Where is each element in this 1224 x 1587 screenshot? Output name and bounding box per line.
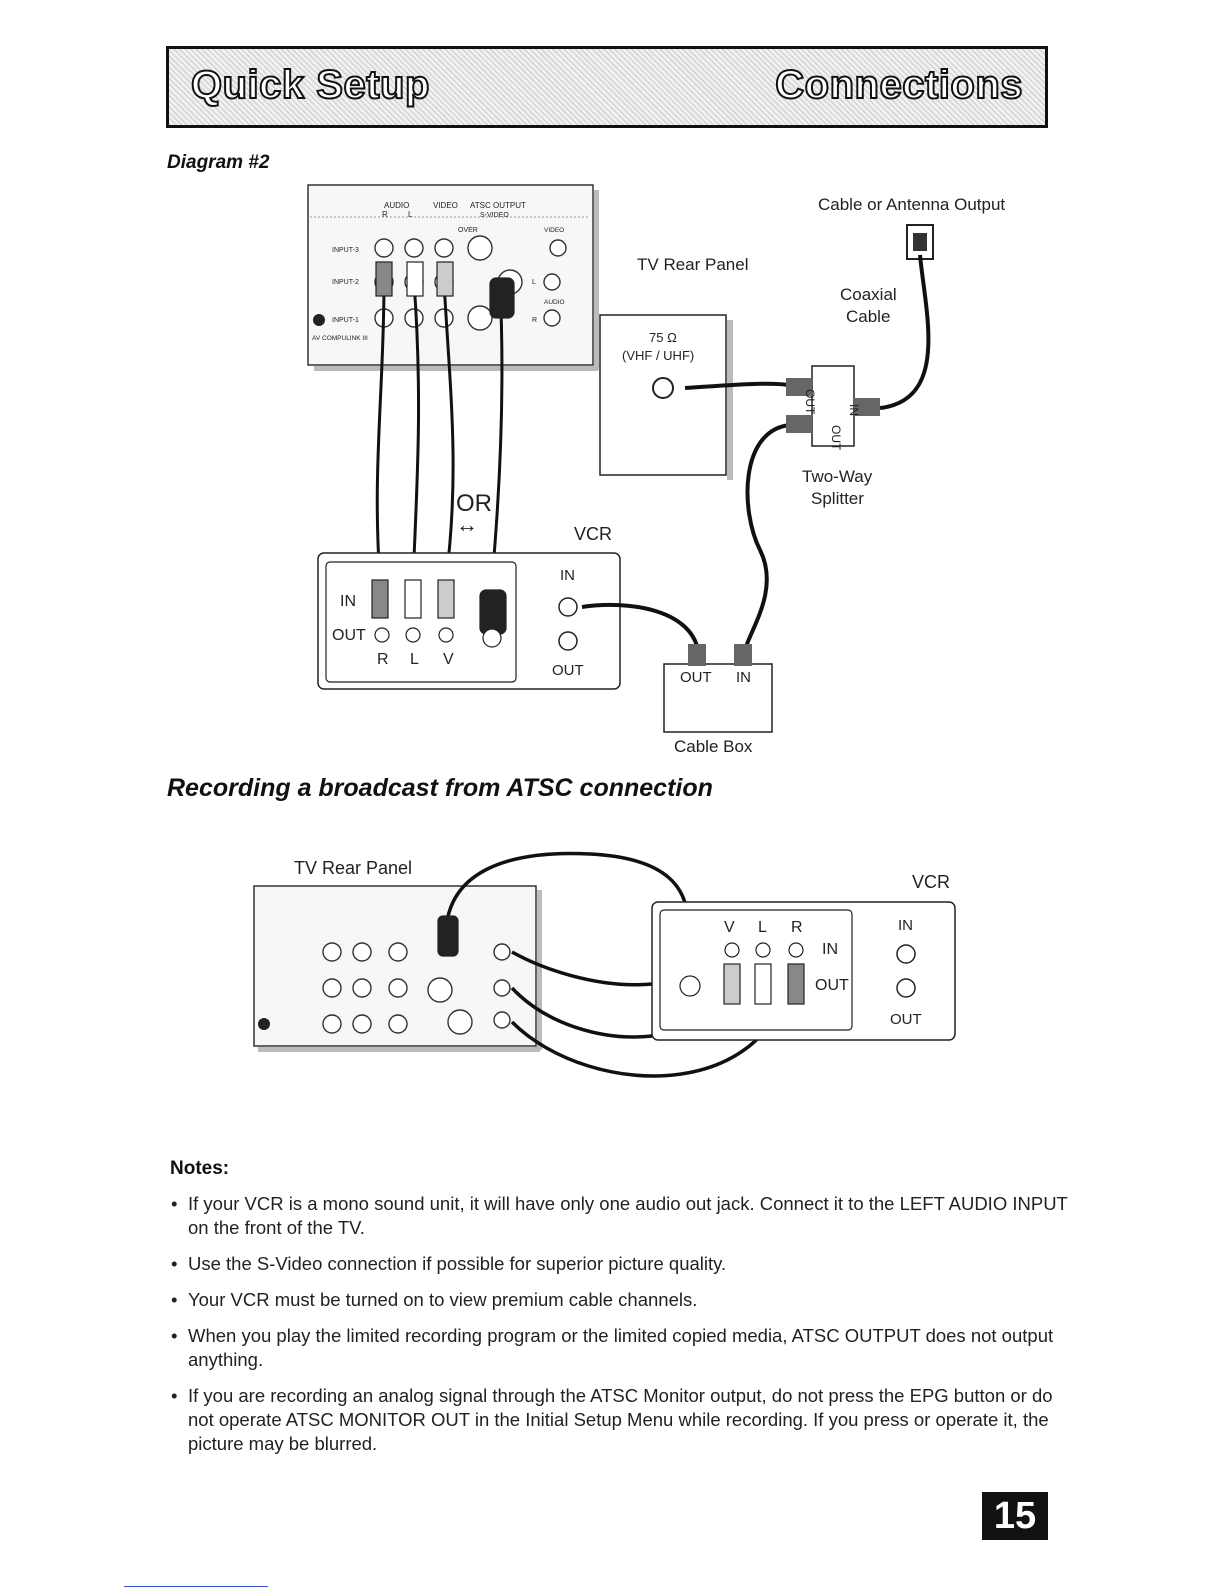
tv-rear-panel-box-2 — [253, 885, 542, 1052]
tv-input3-label: INPUT-3 — [332, 247, 359, 254]
tv-audio-small-label: AUDIO — [544, 299, 565, 306]
antenna-terminal-box: 75 Ω (VHF / UHF) — [599, 314, 733, 480]
tv-s-video-label: S-VIDEO — [480, 212, 509, 219]
vcr-r-label-2: R — [791, 919, 803, 936]
note-item: If your VCR is a mono sound unit, it wil… — [168, 1192, 1068, 1240]
cable-label: Cable — [846, 307, 890, 326]
diagram-label: Diagram #2 — [167, 152, 270, 173]
tv-video-small-label: VIDEO — [544, 227, 564, 234]
connection-diagram-3: TV Rear Panel VCR V L R IN OUT — [253, 851, 956, 1078]
notes-list: If your VCR is a mono sound unit, it wil… — [168, 1192, 1068, 1468]
section-heading: Recording a broadcast from ATSC connecti… — [167, 774, 713, 802]
tv-av-compulink-label: AV COMPULINK III — [312, 335, 368, 342]
tv-video-label: VIDEO — [433, 201, 458, 210]
coax-cables — [581, 254, 931, 651]
vcr-out-label-2: OUT — [815, 977, 849, 994]
tv-input2-label: INPUT-2 — [332, 279, 359, 286]
tv-audio-label: AUDIO — [384, 201, 409, 210]
two-way-splitter: OUT OUT IN — [786, 365, 880, 451]
tv-to-vcr-cables — [375, 281, 504, 581]
vcr-label-2: VCR — [912, 872, 950, 892]
notes-title: Notes: — [170, 1158, 230, 1179]
tv-plugs — [375, 261, 515, 319]
vcr-ant-out-label: OUT — [552, 662, 584, 679]
splitter-out1-label: OUT — [803, 389, 817, 415]
coaxial-label: Coaxial — [840, 285, 897, 304]
cable-box-out-label: OUT — [680, 669, 712, 686]
note-item: When you play the limited recording prog… — [168, 1324, 1068, 1372]
note-item: Your VCR must be turned on to view premi… — [168, 1288, 1068, 1312]
cable-box-in-label: IN — [736, 669, 751, 686]
page-number: 15 — [982, 1492, 1048, 1540]
tv-atsc-output-label: ATSC OUTPUT — [470, 201, 526, 210]
tv-input1-label: INPUT-1 — [332, 317, 359, 324]
connection-diagram-2: AUDIO VIDEO ATSC OUTPUT R L S-VIDEO OVER… — [307, 184, 1005, 756]
header-right-title: Connections — [774, 62, 1023, 108]
tv-r-label: R — [382, 210, 388, 219]
vcr-v-label-2: V — [724, 919, 735, 936]
tv-l-small-label: L — [532, 279, 536, 286]
header-banner: Quick Setup Connections — [166, 46, 1048, 128]
vcr-r-label: R — [377, 651, 389, 668]
vcr-v-label: V — [443, 651, 454, 668]
antenna-output-label: Cable or Antenna Output — [818, 195, 1005, 214]
tv-l-label: L — [408, 210, 413, 219]
tv-r-small-label: R — [532, 317, 537, 324]
vcr-in-label-2: IN — [822, 941, 838, 958]
header-left-title: Quick Setup — [190, 62, 430, 108]
cable-box: OUT IN — [663, 644, 773, 733]
or-label: OR — [456, 490, 492, 517]
header-banner-inner: Quick Setup Connections — [169, 49, 1045, 125]
wall-plate — [906, 224, 934, 260]
tv-rear-panel-label-2: TV Rear Panel — [294, 858, 412, 878]
vcr-in-label: IN — [340, 593, 356, 610]
tv-rear-panel-label: TV Rear Panel — [637, 255, 749, 274]
vcr-label: VCR — [574, 524, 612, 544]
note-item: If you are recording an analog signal th… — [168, 1384, 1068, 1456]
splitter-label-1: Two-Way — [802, 467, 873, 486]
vcr-box-2: V L R IN OUT IN OUT — [651, 901, 956, 1041]
ohm-label: 75 Ω — [649, 330, 677, 345]
vcr-l-label-2: L — [758, 919, 767, 936]
vcr-out-label: OUT — [332, 627, 366, 644]
vcr-ant-in-label-2: IN — [898, 917, 913, 934]
splitter-in-label: IN — [847, 404, 861, 416]
or-arrow-icon: ↔ — [456, 512, 478, 537]
vcr-ant-in-label: IN — [560, 567, 575, 584]
splitter-label-2: Splitter — [811, 489, 864, 508]
vhf-uhf-label: (VHF / UHF) — [622, 348, 694, 363]
tv-over-label: OVER — [458, 227, 478, 234]
vcr-ant-out-label-2: OUT — [890, 1011, 922, 1028]
vcr-box: IN OUT R L V IN OUT — [317, 552, 621, 690]
vcr-l-label: L — [410, 651, 419, 668]
cable-box-label: Cable Box — [674, 737, 753, 756]
note-item: Use the S-Video connection if possible f… — [168, 1252, 1068, 1276]
splitter-out2-label: OUT — [829, 425, 843, 451]
